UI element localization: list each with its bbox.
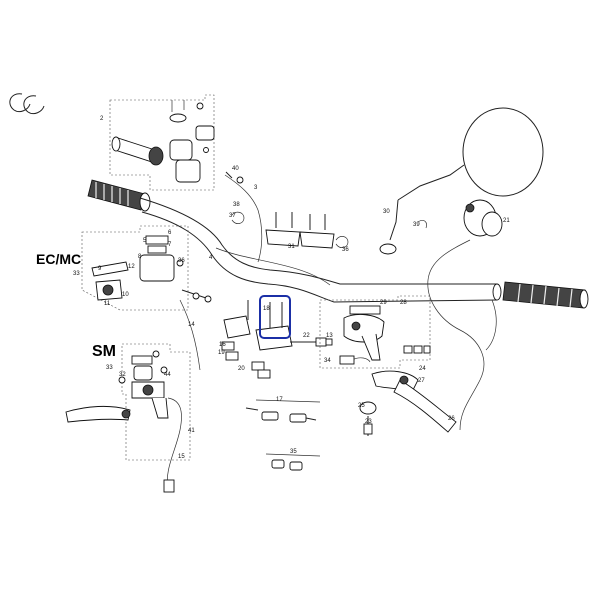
callout-28: 28 <box>400 300 407 306</box>
sm-group-label: SM <box>92 343 116 360</box>
callout-27: 27 <box>418 378 425 384</box>
callout-5: 5 <box>143 238 147 244</box>
callout-4: 4 <box>209 255 213 261</box>
small-fasteners <box>245 399 321 471</box>
adjuster-bolts <box>290 337 333 347</box>
callout-3: 3 <box>254 185 258 191</box>
brake-master-box <box>319 295 431 369</box>
callout-26: 26 <box>448 416 455 422</box>
callout-33-ecmc: 33 <box>73 271 80 277</box>
handlebar-clamps-lower <box>221 300 293 379</box>
highlighted-part-18 <box>259 295 291 339</box>
callout-20: 20 <box>238 366 245 372</box>
callout-44: 44 <box>164 372 171 378</box>
callout-12: 12 <box>128 264 135 270</box>
handlebar-clamps-upper <box>265 212 335 249</box>
left-grip <box>87 179 151 212</box>
brake-lever <box>339 355 457 433</box>
callout-15: 15 <box>178 454 185 460</box>
lever-pivot-parts <box>359 401 377 436</box>
callout-36-right: 36 <box>342 247 349 253</box>
throttle-assembly-box <box>109 94 215 191</box>
handlebar <box>139 197 502 303</box>
callout-30: 30 <box>383 209 390 215</box>
ecmc-group-label: EC/MC <box>36 251 81 267</box>
callout-25: 25 <box>358 403 365 409</box>
callout-39: 39 <box>413 222 420 228</box>
callout-40: 40 <box>232 166 239 172</box>
callout-29: 29 <box>380 300 387 306</box>
callout-33-sm: 33 <box>106 365 113 371</box>
callout-16: 16 <box>219 342 226 348</box>
callout-22: 22 <box>303 333 310 339</box>
callout-7: 7 <box>168 242 172 248</box>
callout-31: 31 <box>288 244 295 250</box>
callout-34: 34 <box>324 358 331 364</box>
callout-11: 11 <box>104 301 111 307</box>
sm-clutch-box <box>118 343 191 493</box>
right-grip <box>502 281 589 309</box>
callout-9: 9 <box>98 266 102 272</box>
callout-8: 8 <box>138 254 142 260</box>
sm-clutch-lever <box>65 405 131 423</box>
callout-2: 2 <box>100 116 104 122</box>
callout-17: 17 <box>276 397 283 403</box>
callout-37: 37 <box>229 213 236 219</box>
ecmc-clutch-box <box>81 225 212 371</box>
callout-numbers: 2 3 4 5 6 7 8 9 10 11 12 13 14 15 16 17 … <box>73 116 510 460</box>
callout-6: 6 <box>168 230 172 236</box>
throttle-cable <box>224 171 263 263</box>
callout-32: 32 <box>119 372 126 378</box>
callout-10: 10 <box>122 292 129 298</box>
callout-13: 13 <box>326 333 333 339</box>
callout-35: 35 <box>290 449 297 455</box>
mirror <box>379 107 544 255</box>
callout-36-left: 36 <box>178 258 185 264</box>
brand-logo <box>9 93 45 115</box>
callout-41: 41 <box>188 428 195 434</box>
cable-clips <box>231 211 349 248</box>
callout-23: 23 <box>365 419 372 425</box>
callout-14: 14 <box>188 322 195 328</box>
callout-21: 21 <box>503 218 510 224</box>
callout-38: 38 <box>233 202 240 208</box>
callout-24: 24 <box>419 366 426 372</box>
callout-19: 19 <box>218 350 225 356</box>
kill-switch <box>427 199 503 431</box>
callout-18: 18 <box>263 306 270 312</box>
